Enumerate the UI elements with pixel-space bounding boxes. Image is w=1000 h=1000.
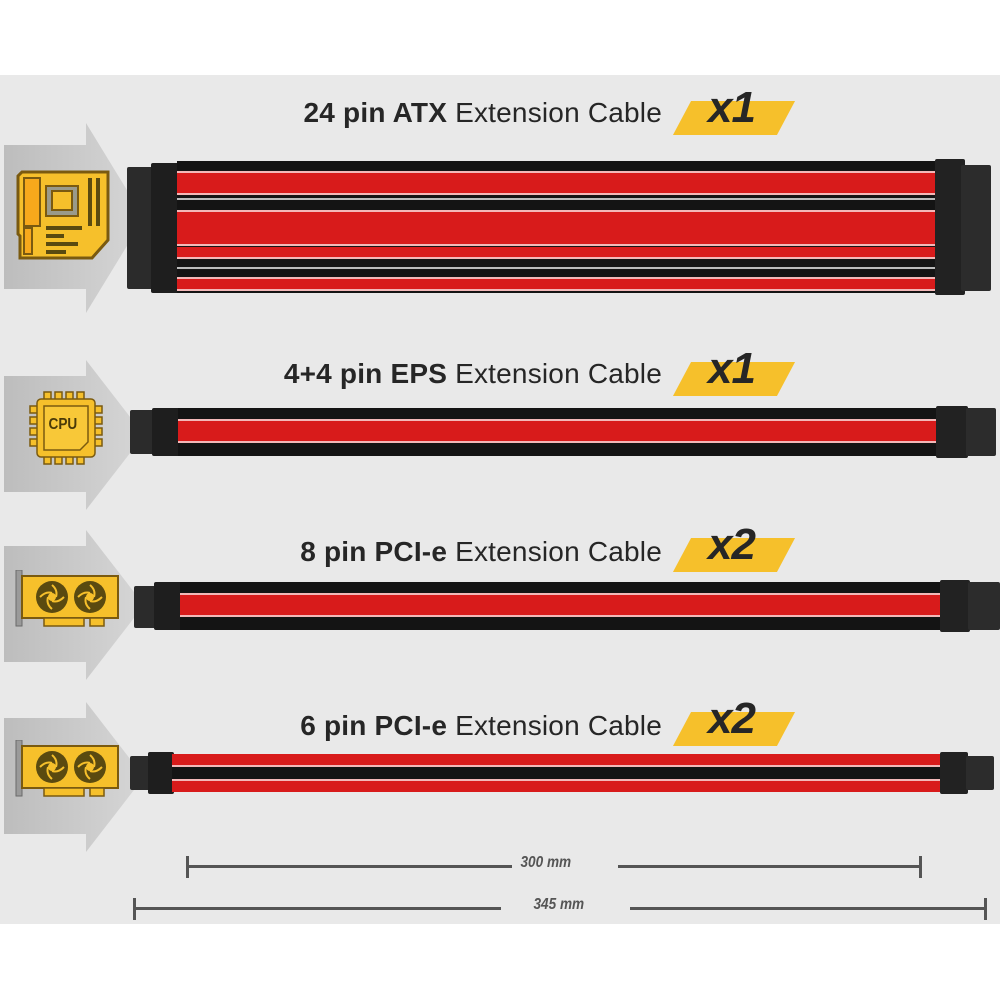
quantity-badge: x2 [672, 694, 796, 746]
graphics-card-icon [14, 739, 120, 811]
sleeved-wires [180, 582, 944, 630]
connector-right-housing [968, 582, 1000, 630]
cable-title: 24 pin ATX Extension Cable [303, 97, 662, 128]
cable-row-6pin-pcie: 6 pin PCI-e Extension Cable x2 [0, 690, 1000, 852]
connector-right [935, 159, 965, 295]
quantity-badge: x1 [672, 344, 796, 396]
sleeved-wires [172, 754, 942, 792]
sleeved-wires [177, 161, 939, 293]
cable-24pin [127, 147, 997, 297]
dimension-300mm: 300 mm [186, 854, 922, 878]
connector-left-housing [148, 752, 174, 794]
connector-right [940, 752, 968, 794]
connector-left [134, 586, 156, 628]
connector-right-housing [966, 756, 994, 790]
connector-left-housing [152, 408, 180, 456]
connector-left-housing [154, 582, 182, 630]
cable-row-24pin-atx: 24 pin ATX Extension Cable x1 [0, 75, 1000, 325]
cpu-icon-label: CPU [48, 416, 78, 433]
dimension-label: 345 mm [533, 896, 585, 913]
connector-right-housing [961, 165, 991, 291]
dimension-label: 300 mm [520, 854, 572, 871]
cable-title: 4+4 pin EPS Extension Cable [283, 358, 662, 389]
cable-title: 6 pin PCI-e Extension Cable [300, 710, 662, 741]
graphics-card-icon [14, 569, 120, 641]
connector-right [940, 580, 970, 632]
cable-title: 8 pin PCI-e Extension Cable [300, 536, 662, 567]
connector-left [127, 167, 153, 289]
quantity-badge: x1 [672, 83, 796, 135]
cable-row-eps: CPU 4+4 pin EPS Extension Cable x1 [0, 340, 1000, 510]
cable-row-8pin-pcie: 8 pin PCI-e Extension Cable x2 [0, 520, 1000, 680]
cpu-icon: CPU [28, 390, 104, 471]
sleeved-wires [178, 408, 938, 456]
connector-left-housing [151, 163, 179, 293]
dimension-345mm: 345 mm [133, 896, 987, 920]
cable-8pin-pcie [134, 578, 1000, 632]
cable-eps [130, 402, 998, 458]
connector-left [130, 410, 154, 454]
connector-right-housing [966, 408, 996, 456]
connector-right [936, 406, 968, 458]
quantity-badge: x2 [672, 520, 796, 572]
motherboard-icon [16, 170, 112, 267]
connector-left [130, 756, 150, 790]
cable-6pin-pcie [130, 748, 998, 798]
